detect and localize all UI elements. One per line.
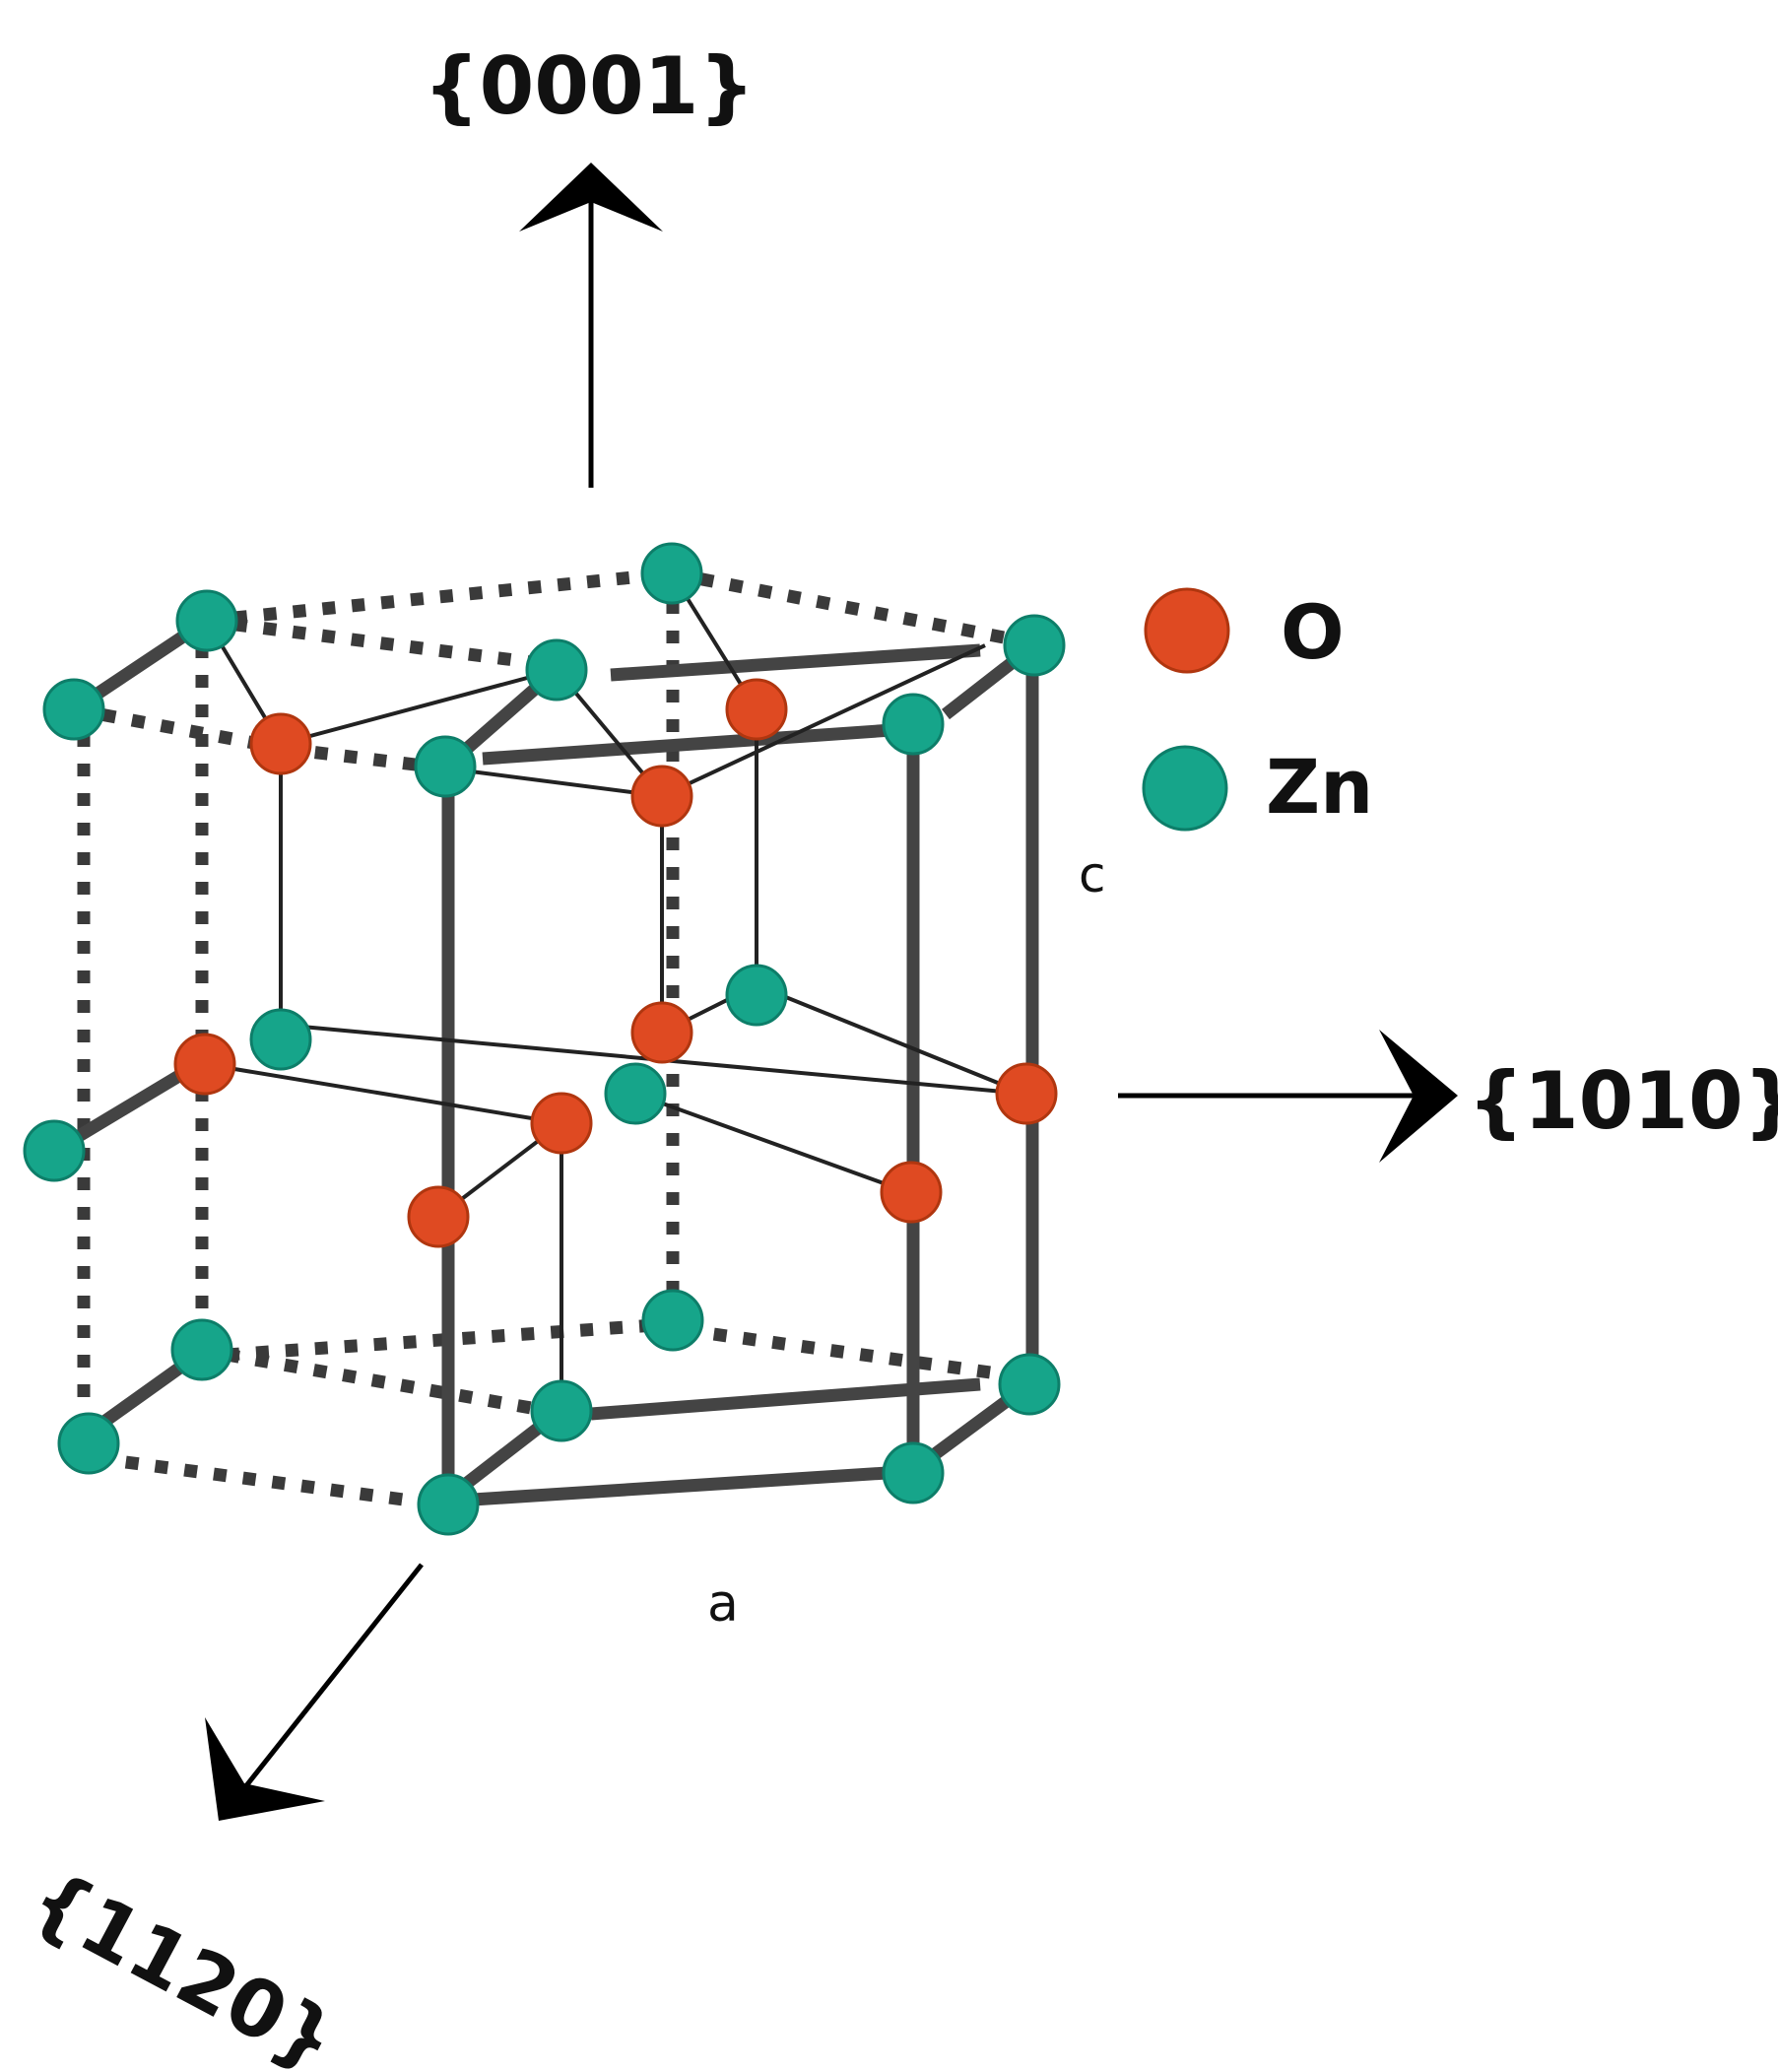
- zn-atom: [882, 1441, 945, 1504]
- lattice-c-label: c: [1079, 846, 1106, 903]
- legend-zn-label: Zn: [1266, 743, 1373, 831]
- zn-atom: [414, 735, 477, 798]
- zn-atom: [417, 1473, 480, 1536]
- arrow-0001-head: [519, 163, 663, 232]
- zn-atom: [57, 1412, 120, 1475]
- arrow-0001: [519, 163, 663, 488]
- arrow-1120-head: [205, 1717, 325, 1821]
- legend-zn-swatch: [1142, 745, 1228, 832]
- direction-1120-label: {1120}: [16, 1852, 352, 2072]
- zn-atom: [1003, 614, 1066, 677]
- zn-atom: [882, 693, 945, 756]
- arrow-1010: [1118, 1030, 1458, 1163]
- o-atom: [630, 765, 693, 828]
- zn-atom: [175, 589, 238, 652]
- zn-atom: [23, 1119, 86, 1182]
- o-atom: [995, 1062, 1058, 1125]
- legend: O Zn: [1142, 587, 1373, 832]
- legend-o-label: O: [1281, 588, 1345, 676]
- legend-o-swatch: [1144, 587, 1230, 674]
- lattice-a-label: a: [707, 1574, 739, 1634]
- zn-atoms: [23, 542, 1066, 1536]
- o-atom: [630, 1001, 693, 1064]
- o-atom: [173, 1033, 236, 1096]
- direction-0001-label: {0001}: [424, 40, 756, 132]
- zn-atom: [640, 542, 703, 605]
- direction-1010-label: {1010}: [1468, 1055, 1778, 1147]
- o-atom: [530, 1092, 593, 1155]
- zn-atom: [42, 678, 105, 741]
- o-atom: [407, 1185, 470, 1248]
- zn-atom: [725, 964, 788, 1027]
- zn-atom: [170, 1318, 233, 1381]
- o-atom: [725, 678, 788, 741]
- zn-atom: [525, 638, 588, 702]
- zn-atom: [998, 1353, 1061, 1416]
- zn-atom: [641, 1289, 704, 1352]
- arrow-1010-head: [1379, 1030, 1458, 1163]
- zn-atom: [249, 1008, 312, 1071]
- o-atom: [880, 1161, 943, 1224]
- zn-atom: [530, 1379, 593, 1442]
- legend-item-o: O: [1144, 587, 1345, 676]
- arrow-1120-shaft: [242, 1563, 424, 1790]
- arrow-1120: [205, 1563, 424, 1821]
- o-atom: [249, 712, 312, 775]
- legend-item-zn: Zn: [1142, 743, 1373, 832]
- o-atoms: [173, 678, 1058, 1248]
- zn-atom: [604, 1062, 667, 1125]
